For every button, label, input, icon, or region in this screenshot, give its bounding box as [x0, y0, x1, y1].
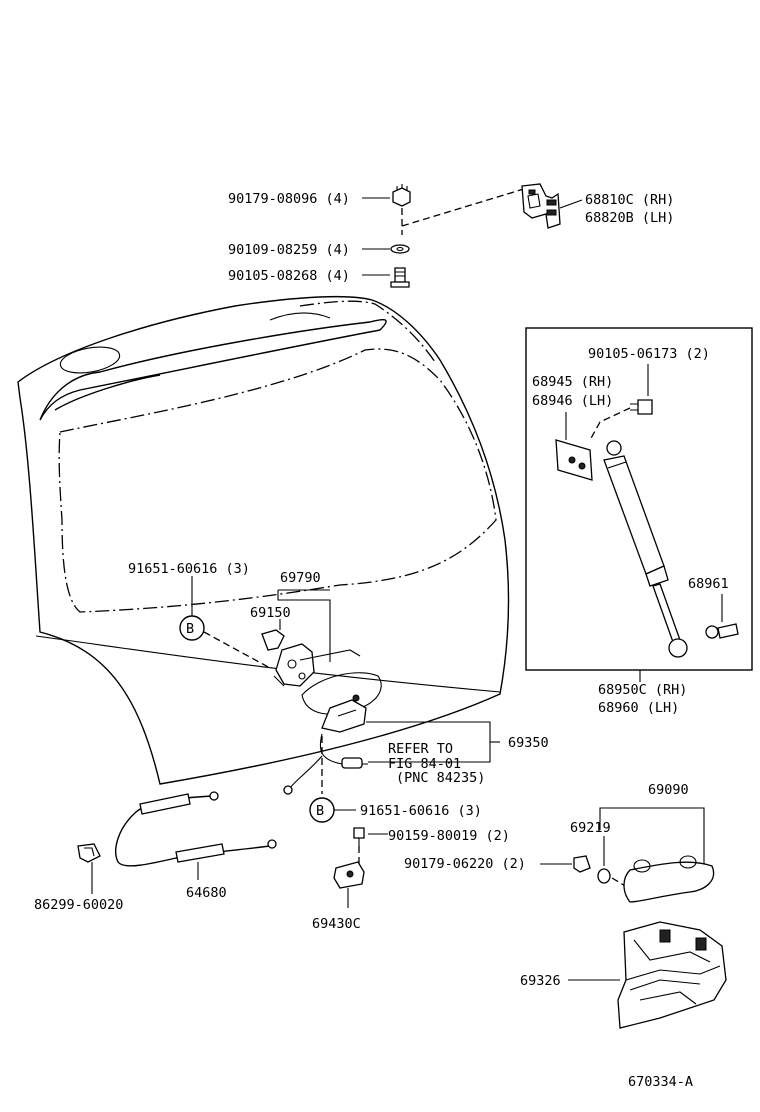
label-69326[interactable]: 69326	[520, 973, 561, 989]
label-91651-bottom[interactable]: 91651-60616 (3)	[360, 803, 482, 819]
label-90105-06173[interactable]: 90105-06173 (2)	[588, 346, 710, 362]
label-91651-top[interactable]: 91651-60616 (3)	[128, 561, 250, 577]
label-stay-lh[interactable]: 68960 (LH)	[598, 700, 679, 716]
marker-b-top: B	[186, 621, 194, 637]
lower-striker: 90159-80019 (2) 69430C	[312, 827, 510, 932]
bolt-90159-part	[353, 827, 365, 846]
label-69430c[interactable]: 69430C	[312, 916, 361, 932]
label-90179-08096[interactable]: 90179-08096 (4)	[228, 191, 350, 207]
bolt-90105-08268-part	[390, 267, 410, 288]
lock-cover-part	[261, 629, 285, 651]
hinge-fasteners: 90179-08096 (4) 90109-08259 (4) 90105-08…	[228, 184, 528, 288]
label-90109-08259[interactable]: 90109-08259 (4)	[228, 242, 350, 258]
figure-id: 670334-A	[628, 1074, 693, 1090]
label-69150[interactable]: 69150	[250, 605, 291, 621]
clamp-86299-part	[77, 843, 101, 863]
label-90105-08268[interactable]: 90105-08268 (4)	[228, 268, 350, 284]
refer-line1[interactable]: REFER TO	[388, 741, 453, 757]
label-86299[interactable]: 86299-60020	[34, 897, 123, 913]
back-door-panel	[17, 295, 510, 785]
label-hinge-rh[interactable]: 68810C (RH)	[585, 192, 674, 208]
bolt-90105-06173-part	[630, 399, 653, 415]
nut-90179-08096-part	[392, 184, 411, 207]
label-68961[interactable]: 68961	[688, 576, 729, 592]
grommet-69219-part	[597, 868, 611, 884]
label-64680[interactable]: 64680	[186, 885, 227, 901]
gas-stay-rod	[652, 583, 681, 643]
label-90179-06220[interactable]: 90179-06220 (2)	[404, 856, 526, 872]
protector-69326: 69326	[520, 921, 727, 1029]
handle-assembly: 69090 69219 90179-06220 (2)	[404, 782, 715, 903]
hinge-part	[521, 183, 583, 229]
lock-cable: 64680	[115, 791, 277, 901]
handle-69090-part	[623, 861, 715, 903]
label-90159[interactable]: 90159-80019 (2)	[388, 828, 510, 844]
label-69219[interactable]: 69219	[570, 820, 611, 836]
refer-line3[interactable]: (PNC 84235)	[396, 770, 485, 786]
label-69350[interactable]: 69350	[508, 735, 549, 751]
striker-assembly: 69350 REFER TO FIG 84-01 (PNC 84235)	[283, 694, 549, 795]
stay-damper-box: 90105-06173 (2) 68945 (RH) 68946 (LH) 68…	[525, 327, 753, 671]
lock-assembly: 91651-60616 (3) B 69790 69150	[128, 561, 361, 687]
label-stay-rh[interactable]: 68950C (RH)	[598, 682, 687, 698]
stud-68961-part	[705, 623, 739, 639]
marker-b-bottom: B	[316, 803, 324, 819]
label-hinge-lh[interactable]: 68820B (LH)	[585, 210, 674, 226]
gas-stay-cylinder	[603, 455, 665, 575]
striker-part	[321, 699, 367, 733]
label-bracket-lh[interactable]: 68946 (LH)	[532, 393, 613, 409]
label-bracket-rh[interactable]: 68945 (RH)	[532, 374, 613, 390]
label-69090[interactable]: 69090	[648, 782, 689, 798]
refer-line2[interactable]: FIG 84-01	[388, 756, 461, 772]
washer-90109-part	[390, 244, 410, 254]
nut-90179-06220-part	[573, 855, 591, 873]
marker-b-circle-top	[179, 615, 205, 641]
label-69790[interactable]: 69790	[280, 570, 321, 586]
door-lock-part	[275, 643, 315, 687]
